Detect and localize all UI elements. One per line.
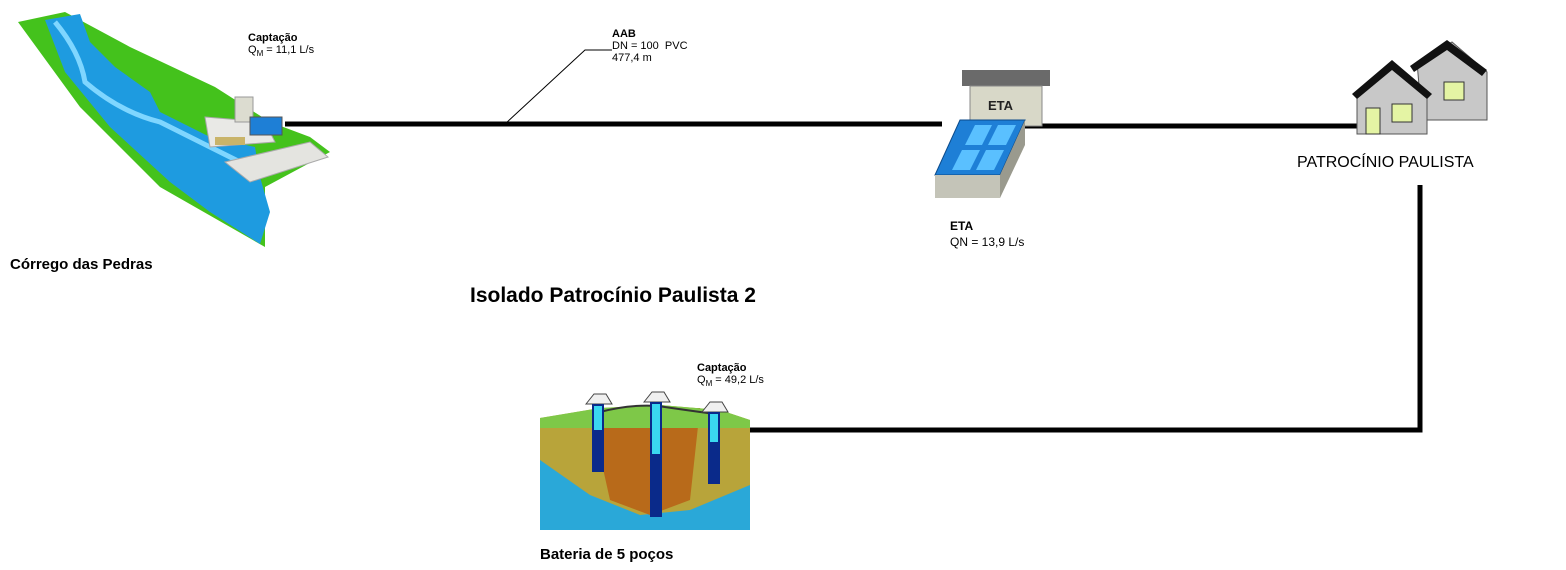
river-highlight — [53, 20, 242, 165]
pipe-wells-to-city — [745, 185, 1423, 433]
page-title: Isolado Patrocínio Paulista 2 — [470, 284, 756, 307]
eta-tank-4 — [976, 150, 1004, 170]
eta-tank-2 — [988, 125, 1016, 145]
well-field-name: Bateria de 5 poços — [540, 546, 674, 563]
eta-label: ETA QN = 13,9 L/s — [950, 218, 1024, 250]
wells-illustration — [540, 391, 750, 530]
eta-roof — [962, 70, 1050, 86]
well-1 — [584, 393, 613, 472]
river-intake-illustration — [18, 12, 330, 247]
well-intake-flow: QM = 49,2 L/s — [697, 374, 764, 389]
depression-cone — [590, 408, 700, 515]
surface-source-name: Córrego das Pedras — [10, 256, 153, 273]
aab-leader-line — [504, 49, 612, 125]
houses-illustration — [1352, 40, 1488, 135]
aab-diameter: DN = 100 PVC — [612, 40, 688, 52]
river-water — [45, 14, 270, 244]
aab-length: 477,4 m — [612, 52, 652, 64]
surface-intake-flow: QM = 11,1 L/s — [248, 44, 315, 59]
eta-heading: ETA — [950, 219, 974, 233]
eta-sign: ETA — [988, 98, 1014, 113]
eta-base — [935, 175, 1000, 198]
house-front-roof — [1352, 60, 1432, 99]
surface-intake-heading: Captação — [248, 32, 298, 44]
river-bank-wall — [223, 141, 330, 183]
intake-gate — [249, 116, 283, 136]
eta-tank-1 — [965, 125, 992, 145]
eta-treatment-plant-illustration: ETA — [934, 70, 1050, 198]
well-2 — [642, 391, 671, 517]
house-back-window — [1443, 81, 1465, 101]
aab-label: AAB DN = 100 PVC 477,4 m — [612, 28, 688, 64]
intake-tower — [234, 96, 254, 123]
eta-flow: QN = 13,9 L/s — [950, 235, 1025, 249]
house-front-window — [1391, 103, 1413, 123]
surface-intake-label: Captação QM = 11,1 L/s — [248, 32, 314, 60]
city-name: PATROCÍNIO PAULISTA — [1297, 154, 1474, 171]
well-intake-label: Captação QM = 49,2 L/s — [697, 362, 764, 390]
aab-heading: AAB — [612, 28, 636, 40]
dam-walkway — [215, 137, 245, 145]
house-front-door — [1365, 107, 1381, 135]
eta-tank-3 — [952, 150, 980, 170]
well-3 — [700, 401, 729, 484]
eta-building — [969, 85, 1043, 127]
house-back-roof — [1410, 40, 1487, 76]
eta-base-side — [1000, 120, 1025, 198]
well-intake-heading: Captação — [697, 362, 747, 374]
